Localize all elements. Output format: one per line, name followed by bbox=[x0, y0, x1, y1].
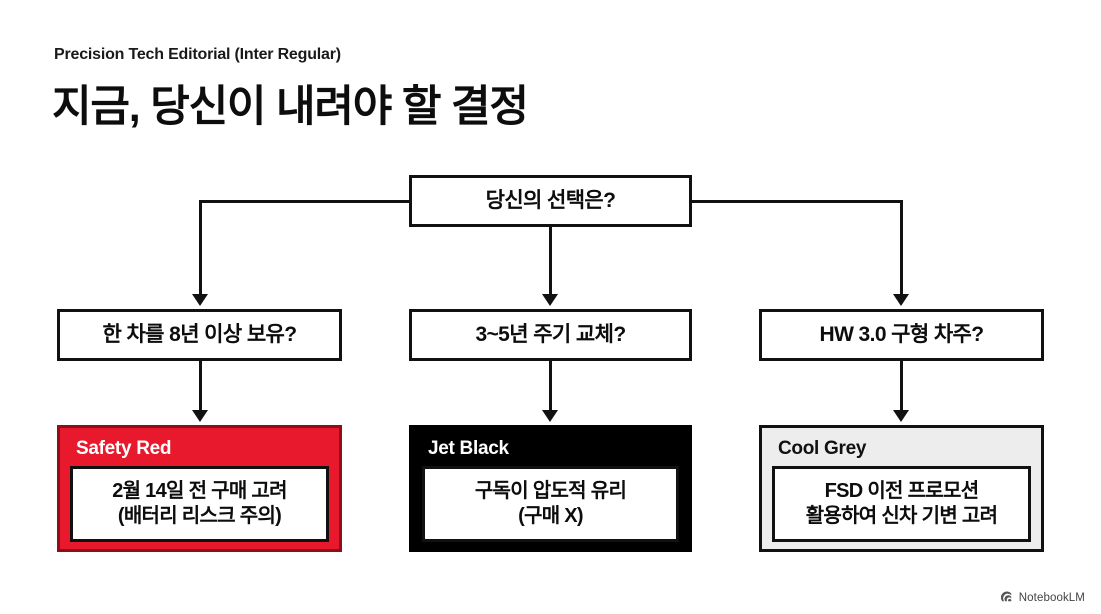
connector-outcome-1-arrowhead bbox=[542, 410, 558, 422]
flow-node-decision-2-label: HW 3.0 구형 차주? bbox=[819, 323, 985, 347]
connector-root-right-horizontal bbox=[690, 200, 903, 203]
outcome-card-1-line2: (구매 X) bbox=[518, 504, 584, 527]
flow-node-decision-1: 3~5년 주기 교체? bbox=[409, 309, 692, 361]
outcome-card-1-body: 구독이 압도적 유리 (구매 X) bbox=[422, 465, 679, 542]
flow-node-root: 당신의 선택은? bbox=[409, 175, 692, 227]
outcome-card-0-line2: (배터리 리스크 주의) bbox=[117, 504, 282, 527]
eyebrow-text: Precision Tech Editorial (Inter Regular) bbox=[54, 46, 341, 63]
flow-node-decision-2: HW 3.0 구형 차주? bbox=[759, 309, 1044, 361]
outcome-card-2-title: Cool Grey bbox=[778, 438, 867, 459]
connector-right-arrowhead bbox=[893, 294, 909, 306]
connector-right-vertical bbox=[900, 200, 903, 295]
connector-center-vertical bbox=[549, 227, 552, 295]
outcome-card-jet-black: Jet Black 구독이 압도적 유리 (구매 X) bbox=[409, 425, 692, 552]
outcome-card-1-text: 구독이 압도적 유리 (구매 X) bbox=[474, 479, 627, 528]
outcome-card-0-title: Safety Red bbox=[76, 438, 172, 459]
watermark-label: NotebookLM bbox=[1018, 591, 1085, 604]
outcome-card-2-line1: FSD 이전 프로모션 bbox=[824, 480, 980, 503]
outcome-card-0-text: 2월 14일 전 구매 고려 (배터리 리스크 주의) bbox=[112, 479, 287, 528]
connector-outcome-1-vertical bbox=[549, 361, 552, 411]
connector-root-left-horizontal bbox=[200, 200, 411, 203]
connector-outcome-0-arrowhead bbox=[192, 410, 208, 422]
connector-outcome-2-arrowhead bbox=[893, 410, 909, 422]
outcome-card-1-title: Jet Black bbox=[428, 438, 509, 459]
page-title: 지금, 당신이 내려야 할 결정 bbox=[52, 83, 529, 131]
outcome-card-2-line2: 활용하여 신차 기변 고려 bbox=[805, 504, 998, 527]
outcome-card-1-line1: 구독이 압도적 유리 bbox=[474, 480, 627, 503]
outcome-card-0-line1: 2월 14일 전 구매 고려 bbox=[112, 480, 287, 503]
flow-node-root-label: 당신의 선택은? bbox=[485, 189, 616, 213]
outcome-card-safety-red: Safety Red 2월 14일 전 구매 고려 (배터리 리스크 주의) bbox=[57, 425, 342, 552]
notebooklm-icon bbox=[1000, 591, 1014, 604]
watermark: NotebookLM bbox=[1000, 591, 1085, 604]
outcome-card-0-body: 2월 14일 전 구매 고려 (배터리 리스크 주의) bbox=[70, 465, 329, 542]
flow-node-decision-1-label: 3~5년 주기 교체? bbox=[475, 323, 626, 347]
connector-outcome-2-vertical bbox=[900, 361, 903, 411]
connector-outcome-0-vertical bbox=[199, 361, 202, 411]
connector-left-arrowhead bbox=[192, 294, 208, 306]
outcome-card-cool-grey: Cool Grey FSD 이전 프로모션 활용하여 신차 기변 고려 bbox=[759, 425, 1044, 552]
flow-node-decision-0-label: 한 차를 8년 이상 보유? bbox=[102, 323, 297, 347]
flow-node-decision-0: 한 차를 8년 이상 보유? bbox=[57, 309, 342, 361]
outcome-card-2-text: FSD 이전 프로모션 활용하여 신차 기변 고려 bbox=[806, 479, 998, 528]
outcome-card-2-body: FSD 이전 프로모션 활용하여 신차 기변 고려 bbox=[772, 465, 1031, 542]
connector-left-vertical bbox=[199, 200, 202, 295]
connector-center-arrowhead bbox=[542, 294, 558, 306]
